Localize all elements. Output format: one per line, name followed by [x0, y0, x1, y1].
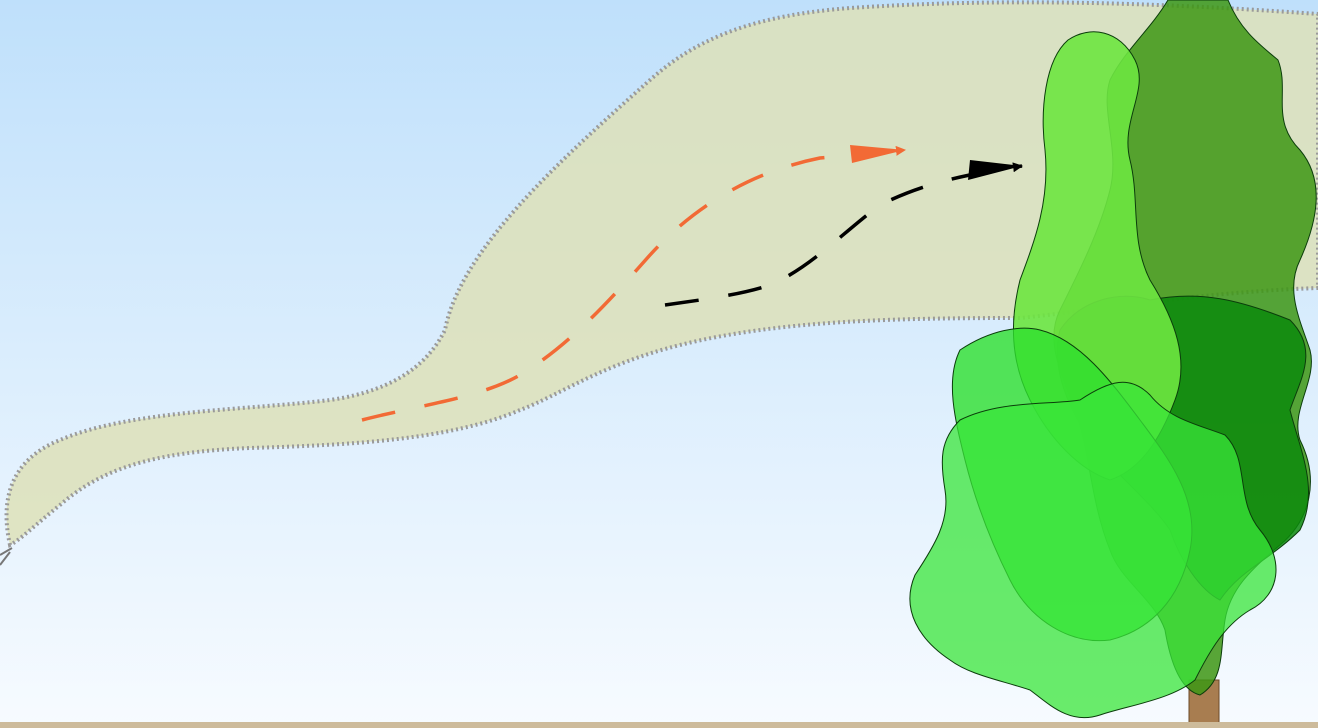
ground [0, 722, 1318, 728]
tree-canopy-icon [909, 0, 1317, 719]
orange-trajectory-arrow [361, 145, 906, 422]
source-emitter-icon [0, 547, 13, 566]
tree-leaf-layer [909, 381, 1277, 719]
black-arrowhead [968, 160, 1022, 180]
dispersion-plume [4, 0, 1318, 548]
orange-arrowhead [850, 145, 905, 163]
